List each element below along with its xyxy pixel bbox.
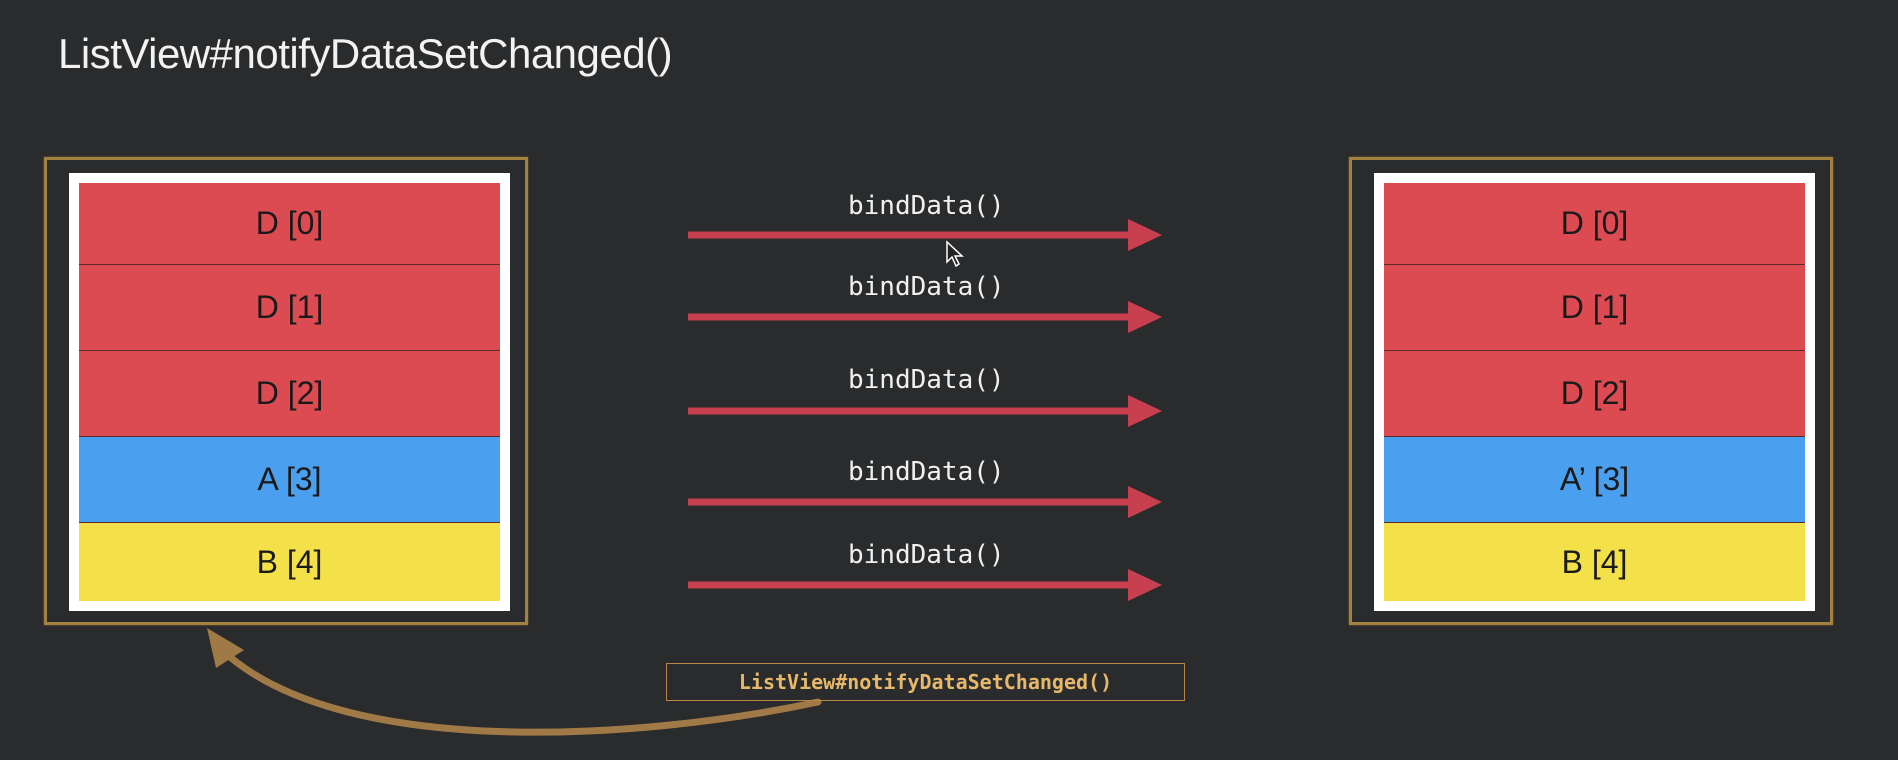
right-listview: D [0] D [1] D [2] A’ [3] B [4] <box>1349 157 1833 625</box>
right-list-item-1: D [1] <box>1384 265 1805 351</box>
left-list-item-1: D [1] <box>79 265 500 351</box>
arrow-label-2: bindData() <box>848 365 1005 395</box>
left-list-item-0: D [0] <box>79 183 500 265</box>
bind-arrow-1 <box>688 301 1162 333</box>
left-list-item-3: A [3] <box>79 437 500 523</box>
arrow-label-1: bindData() <box>848 272 1005 302</box>
left-listview-frame: D [0] D [1] D [2] A [3] B [4] <box>69 173 510 611</box>
left-item-list: D [0] D [1] D [2] A [3] B [4] <box>79 183 500 601</box>
bind-arrow-4 <box>688 569 1162 601</box>
right-list-item-4: B [4] <box>1384 523 1805 601</box>
left-list-item-2: D [2] <box>79 351 500 437</box>
bind-arrow-2 <box>688 395 1162 427</box>
bind-arrow-0 <box>688 219 1162 251</box>
arrow-label-0: bindData() <box>848 191 1005 221</box>
right-item-list: D [0] D [1] D [2] A’ [3] B [4] <box>1384 183 1805 601</box>
mouse-cursor-icon <box>946 240 964 268</box>
refresh-curve-arrow <box>207 628 822 736</box>
bind-arrow-3 <box>688 486 1162 518</box>
diagram-title: ListView#notifyDataSetChanged() <box>58 30 673 77</box>
notify-code-box: ListView#notifyDataSetChanged() <box>666 663 1185 701</box>
arrow-label-4: bindData() <box>848 540 1005 570</box>
arrow-label-3: bindData() <box>848 457 1005 487</box>
right-list-item-0: D [0] <box>1384 183 1805 265</box>
right-list-item-2: D [2] <box>1384 351 1805 437</box>
left-list-item-4: B [4] <box>79 523 500 601</box>
left-listview: D [0] D [1] D [2] A [3] B [4] <box>44 157 528 625</box>
right-list-item-3: A’ [3] <box>1384 437 1805 523</box>
right-listview-frame: D [0] D [1] D [2] A’ [3] B [4] <box>1374 173 1815 611</box>
